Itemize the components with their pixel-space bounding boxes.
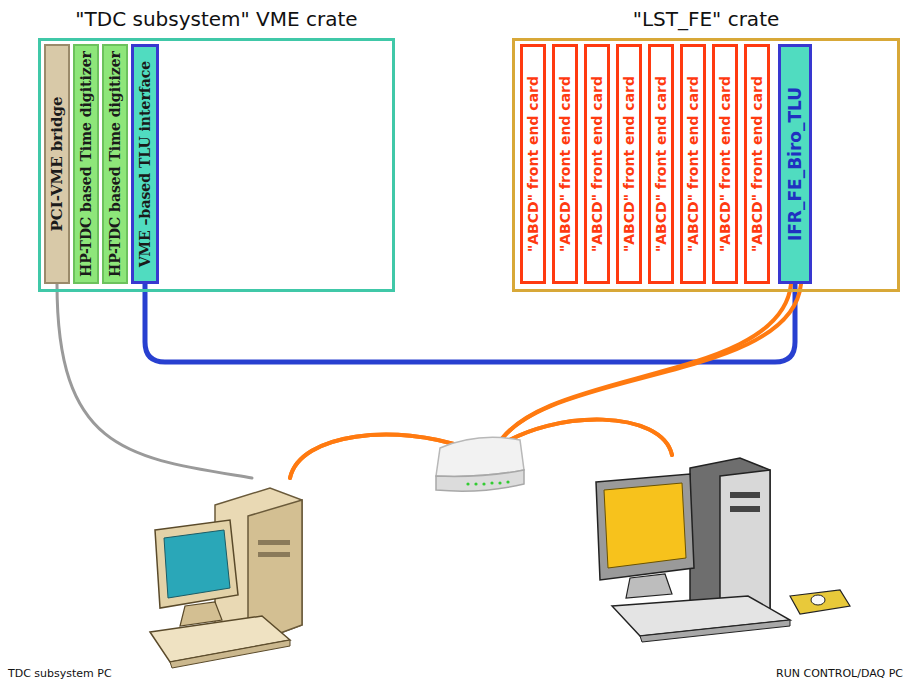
drive-slot xyxy=(258,552,290,557)
monitor-stand xyxy=(626,574,672,598)
card-label: PCI-VME bridge xyxy=(48,97,66,232)
network-switch xyxy=(436,437,524,491)
switch-led xyxy=(482,482,485,485)
switch-led xyxy=(498,481,501,484)
card-label: "ABCD" front end card xyxy=(621,76,637,252)
card-label: "ABCD" front end card xyxy=(525,76,541,252)
vme-crate: "TDC subsystem" VME cratePCI-VME bridgeH… xyxy=(38,38,395,292)
pc-label: TDC subsystem PC xyxy=(8,667,112,680)
front-end-card: "ABCD" front end card xyxy=(648,44,674,284)
switch-front xyxy=(436,470,524,491)
ethernet-cable xyxy=(290,420,672,478)
switch-led xyxy=(506,480,509,483)
front-end-card: "ABCD" front end card xyxy=(680,44,706,284)
mouse xyxy=(811,595,825,605)
pci-cable xyxy=(57,284,252,478)
digitizer-card: HP-TDC based Time digitizer xyxy=(73,44,99,284)
front-end-card: "ABCD" front end card xyxy=(520,44,546,284)
card-label: VME –based TLU interface xyxy=(137,61,153,268)
digitizer-card: HP-TDC based Time digitizer xyxy=(102,44,128,284)
tlu-cable xyxy=(145,284,795,362)
daq-pc-illustration xyxy=(596,458,850,642)
switch-led xyxy=(474,482,477,485)
bridge-card: PCI-VME bridge xyxy=(44,44,70,284)
front-end-card: "ABCD" front end card xyxy=(616,44,642,284)
daq-pc: RUN CONTROL/DAQ PC xyxy=(580,455,907,686)
crate-heading: "TDC subsystem" VME crate xyxy=(41,7,392,31)
card-label: HP-TDC based Time digitizer xyxy=(78,51,94,277)
card-label: HP-TDC based Time digitizer xyxy=(107,51,123,277)
drive-slot xyxy=(730,506,760,512)
card-label: "ABCD" front end card xyxy=(749,76,765,252)
card-label: "ABCD" front end card xyxy=(557,76,573,252)
card-label: "ABCD" front end card xyxy=(653,76,669,252)
tdc-pc-illustration xyxy=(150,488,302,668)
card-label: "ABCD" front end card xyxy=(589,76,605,252)
mouse-pad xyxy=(790,590,850,614)
front-end-card: "ABCD" front end card xyxy=(552,44,578,284)
keyboard-edge xyxy=(170,640,290,668)
front-end-card: "ABCD" front end card xyxy=(744,44,770,284)
front-end-card: "ABCD" front end card xyxy=(712,44,738,284)
monitor xyxy=(155,520,238,608)
monitor xyxy=(596,474,694,580)
keyboard-edge xyxy=(640,620,790,642)
drive-slot xyxy=(258,540,290,545)
monitor-screen xyxy=(164,530,230,598)
switch-led xyxy=(490,481,493,484)
crate-heading: "LST_FE" crate xyxy=(515,7,897,31)
tdc-pc: TDC subsystem PC xyxy=(6,478,310,686)
front-end-card: "ABCD" front end card xyxy=(584,44,610,284)
switch-led xyxy=(466,482,469,485)
fe-crate: "LST_FE" crate"ABCD" front end card"ABCD… xyxy=(512,38,900,292)
switch-top xyxy=(436,437,524,476)
drive-slot xyxy=(730,492,760,498)
card-label: IFR_FE_Biro_TLU xyxy=(785,87,805,241)
pc-label: RUN CONTROL/DAQ PC xyxy=(776,667,903,680)
monitor-screen xyxy=(604,483,686,568)
tlu-card: IFR_FE_Biro_TLU xyxy=(778,44,812,284)
card-label: "ABCD" front end card xyxy=(685,76,701,252)
tlu-interface-card: VME –based TLU interface xyxy=(131,44,159,284)
card-label: "ABCD" front end card xyxy=(717,76,733,252)
ethernet-cable xyxy=(290,284,801,478)
ethernet-cable xyxy=(496,284,791,455)
